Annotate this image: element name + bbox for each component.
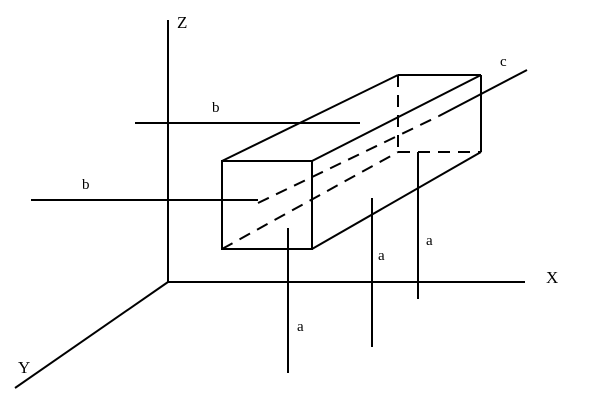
line-a-middle-label: a xyxy=(378,248,385,264)
line-c-hidden-segment xyxy=(257,115,440,204)
box-front-face xyxy=(221,160,313,250)
lines-a: a a a xyxy=(287,152,433,373)
line-a-front-label: a xyxy=(297,319,304,335)
line-b-lower-label: b xyxy=(82,177,90,193)
box-edge-top-left xyxy=(221,74,399,162)
y-axis-label: Y xyxy=(18,358,30,377)
x-axis-label: X xyxy=(546,268,558,287)
box-edge-bottom-right xyxy=(311,151,482,250)
line-c-outer-segment xyxy=(438,69,528,117)
axes: Z X Y xyxy=(14,13,558,389)
lines-b: b b xyxy=(31,100,360,201)
line-c-label: c xyxy=(500,54,507,70)
line-a-rear-label: a xyxy=(426,233,433,249)
z-axis-label: Z xyxy=(177,13,187,32)
box-edge-top-right xyxy=(311,74,482,162)
y-axis xyxy=(14,281,169,389)
box-hidden-bottom-left xyxy=(221,151,399,250)
line-c: c xyxy=(257,54,528,204)
rectangular-box xyxy=(221,74,482,250)
line-b-upper-label: b xyxy=(212,100,220,116)
